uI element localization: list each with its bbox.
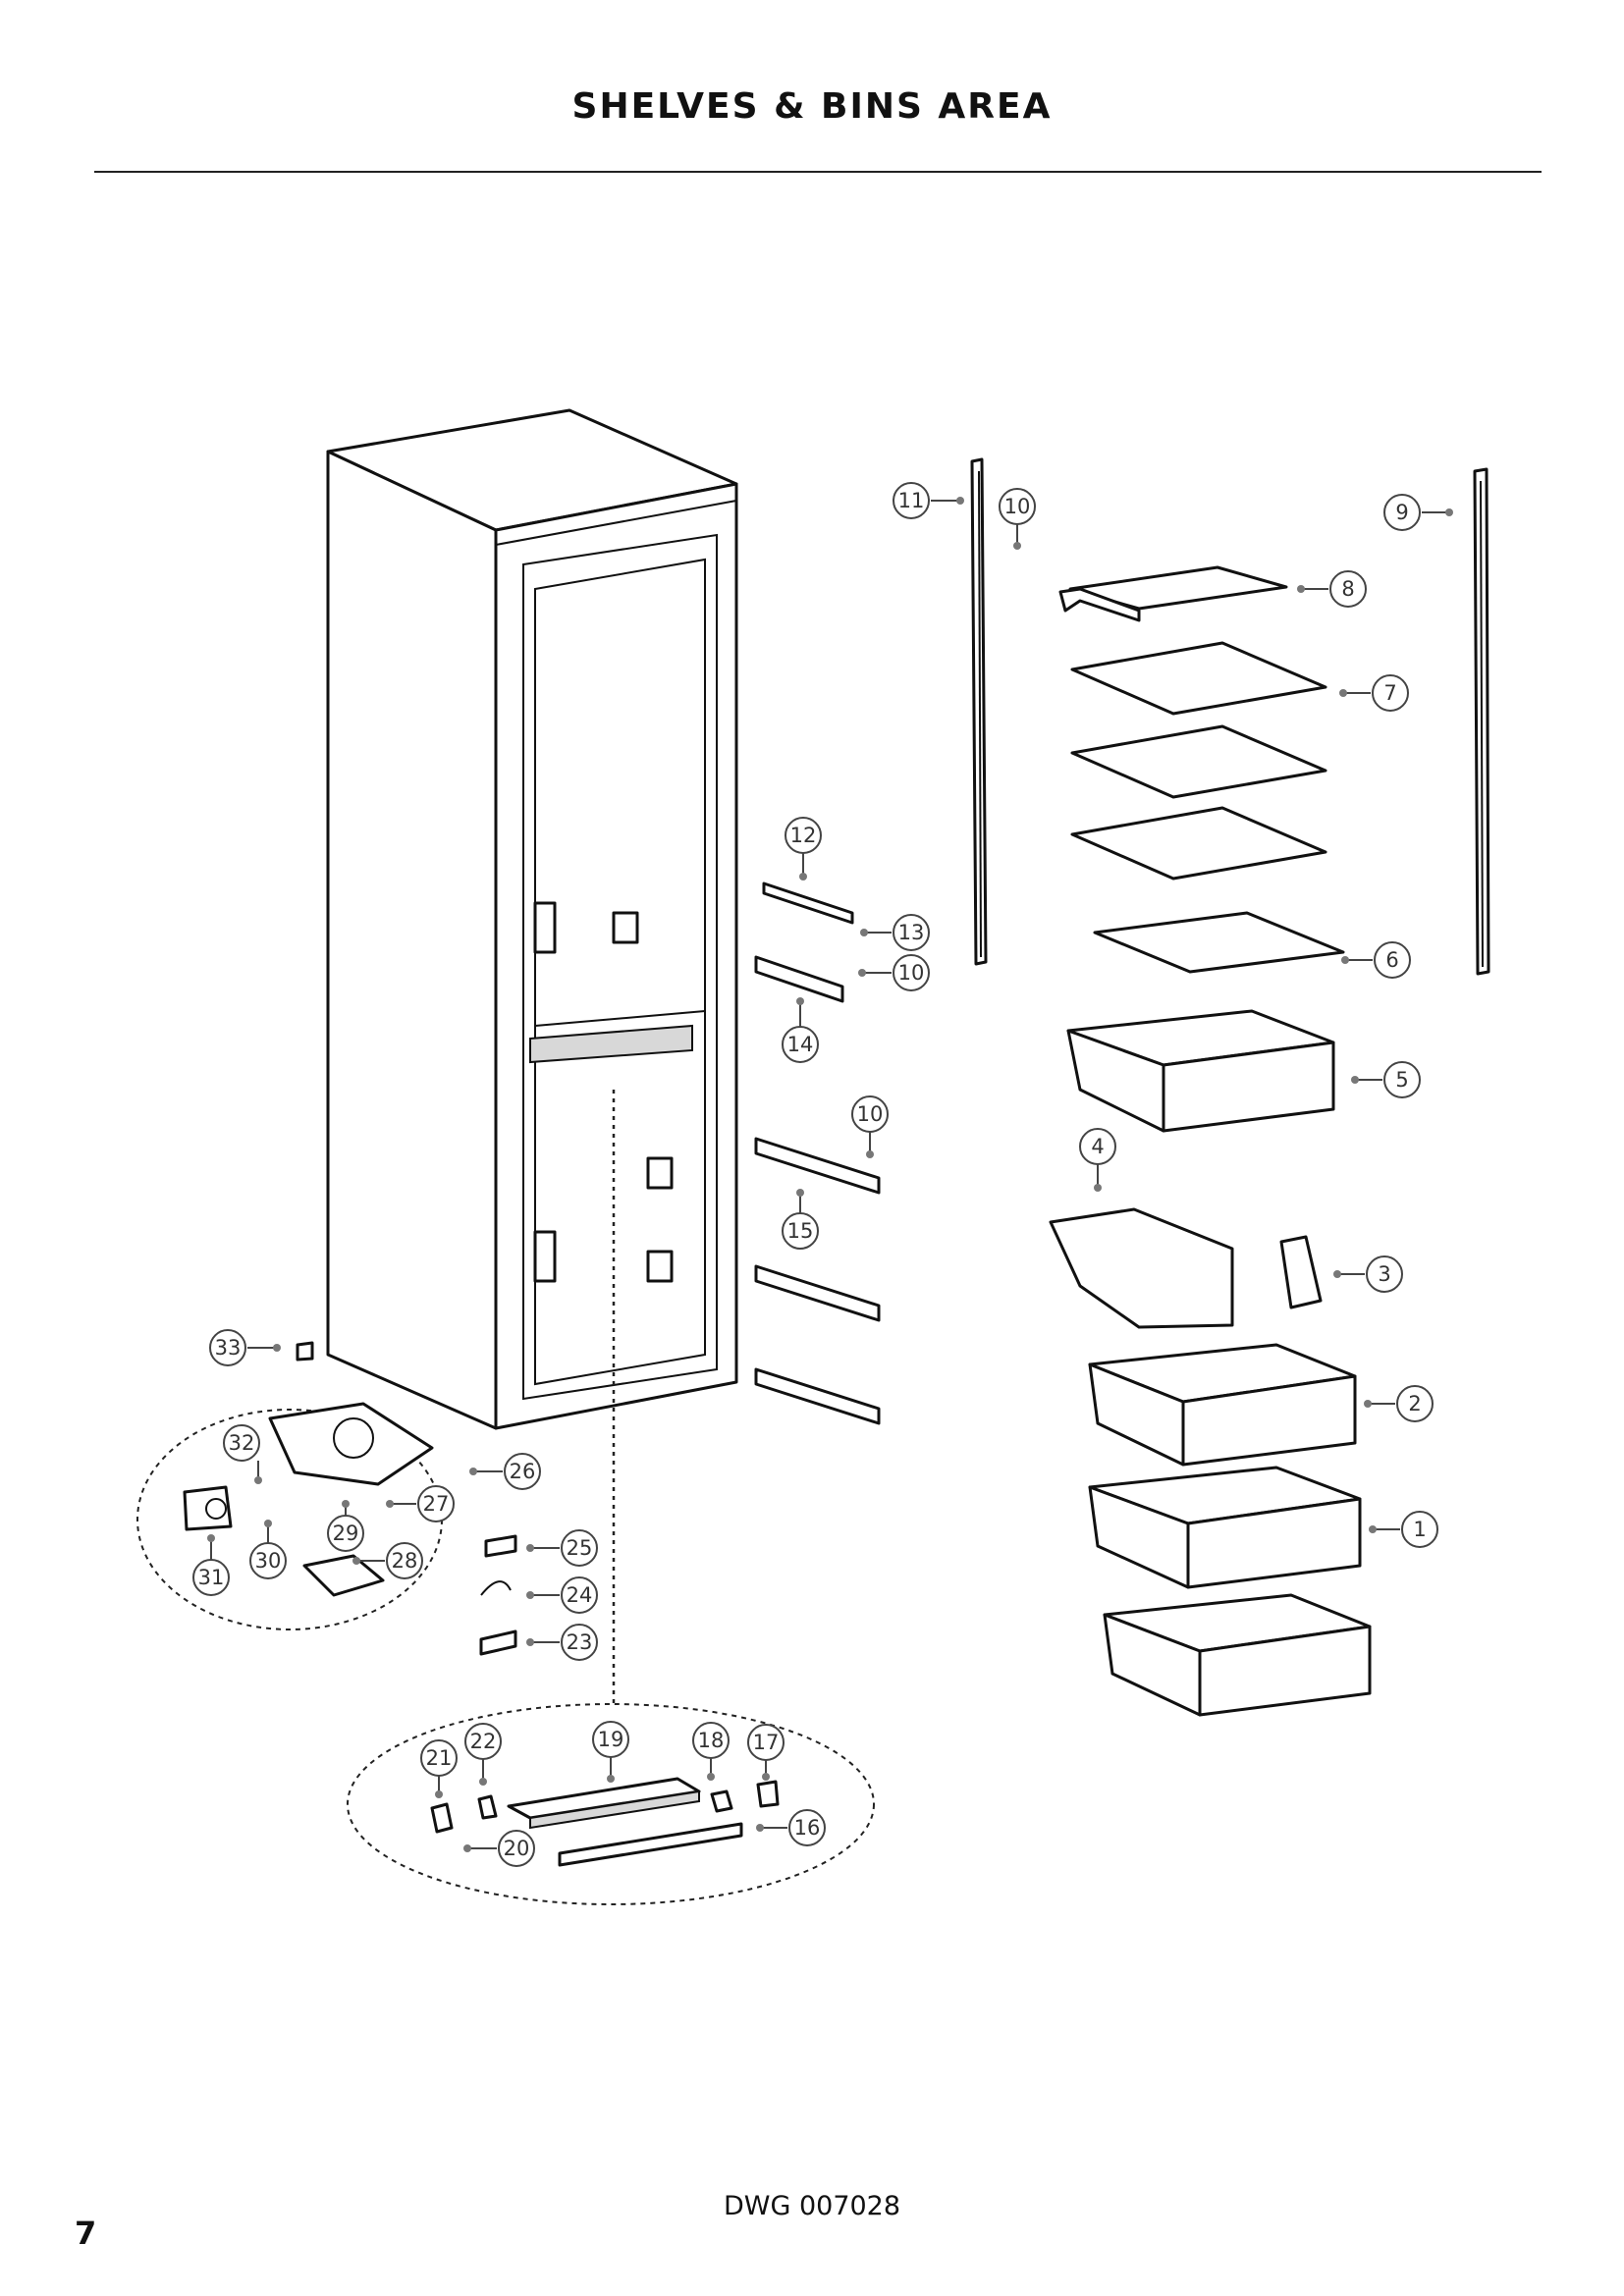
title-rule [94, 171, 1542, 173]
callout-1-label: 1 [1413, 1518, 1426, 1541]
callout-27-label: 27 [423, 1492, 450, 1516]
callout-24: 24 [526, 1576, 598, 1614]
glass-shelves [1058, 565, 1345, 974]
callout-29-label: 29 [333, 1522, 359, 1545]
callout-13-label: 13 [898, 921, 925, 944]
callout-20-label: 20 [504, 1837, 530, 1860]
callout-16: 16 [756, 1809, 826, 1846]
callout-4-label: 4 [1091, 1135, 1104, 1158]
callout-28: 28 [352, 1542, 423, 1579]
callout-23-label: 23 [567, 1630, 593, 1654]
callout-30: 30 [249, 1520, 287, 1579]
callout-24-label: 24 [567, 1583, 593, 1607]
ice-module-group [136, 1341, 517, 1656]
page-title: SHELVES & BINS AREA [571, 86, 1053, 127]
callout-8-label: 8 [1341, 577, 1354, 601]
callout-2: 2 [1364, 1385, 1434, 1422]
callout-17-label: 17 [753, 1731, 780, 1754]
callout-1: 1 [1369, 1511, 1438, 1548]
callout-10-low: 10 [851, 1095, 889, 1158]
shelf-brackets [754, 881, 881, 1425]
callout-5: 5 [1351, 1061, 1421, 1098]
callout-13: 13 [860, 914, 930, 951]
callout-3-label: 3 [1378, 1262, 1390, 1286]
callout-7-label: 7 [1383, 681, 1396, 705]
callout-26: 26 [469, 1453, 541, 1490]
callout-33-label: 33 [215, 1336, 242, 1360]
callout-2-label: 2 [1408, 1392, 1421, 1415]
door-rails [970, 457, 1490, 976]
page-number: 7 [75, 2215, 97, 2252]
callout-3: 3 [1333, 1255, 1403, 1293]
crisper-bins [1049, 1009, 1372, 1717]
callout-22-label: 22 [470, 1730, 497, 1753]
callout-19-label: 19 [598, 1728, 624, 1751]
callout-6: 6 [1341, 941, 1411, 979]
callout-17: 17 [747, 1724, 785, 1781]
callout-11: 11 [893, 482, 964, 519]
callout-18-label: 18 [698, 1729, 725, 1752]
callout-20: 20 [463, 1830, 535, 1867]
callout-10-mid: 10 [858, 954, 930, 991]
base-grille-group [347, 1703, 875, 1905]
callout-19: 19 [592, 1721, 629, 1783]
callout-16-label: 16 [794, 1816, 821, 1840]
callout-5-label: 5 [1395, 1068, 1408, 1092]
callout-29: 29 [327, 1500, 364, 1552]
callout-31: 31 [192, 1534, 230, 1596]
callout-18: 18 [692, 1722, 730, 1781]
callout-33: 33 [209, 1329, 281, 1366]
callout-10-top: 10 [999, 488, 1036, 550]
callout-25-label: 25 [567, 1536, 593, 1560]
callout-14-label: 14 [787, 1033, 814, 1056]
callout-21: 21 [420, 1739, 458, 1798]
callout-12: 12 [785, 817, 822, 881]
callout-10-mid-label: 10 [898, 961, 925, 985]
callout-7: 7 [1339, 674, 1409, 712]
callout-30-label: 30 [255, 1549, 282, 1573]
callout-31-label: 31 [198, 1566, 225, 1589]
callout-22: 22 [464, 1723, 502, 1786]
callout-27: 27 [386, 1485, 455, 1522]
callout-8: 8 [1297, 570, 1367, 608]
callout-26-label: 26 [510, 1460, 536, 1483]
callout-11-label: 11 [898, 489, 925, 512]
callout-12-label: 12 [790, 824, 817, 847]
callout-25: 25 [526, 1529, 598, 1567]
drawing-number: DWG 007028 [723, 2191, 901, 2221]
callout-10-top-label: 10 [1004, 495, 1031, 518]
callout-4: 4 [1079, 1128, 1116, 1192]
callout-23: 23 [526, 1624, 598, 1661]
callout-15-label: 15 [787, 1219, 814, 1243]
callout-15: 15 [782, 1189, 819, 1250]
callout-21-label: 21 [426, 1746, 453, 1770]
callout-9-label: 9 [1395, 501, 1408, 524]
refrigerator-cabinet [326, 408, 738, 1708]
callout-14: 14 [782, 997, 819, 1063]
callout-28-label: 28 [392, 1549, 418, 1573]
callout-10-low-label: 10 [857, 1102, 884, 1126]
callout-6-label: 6 [1385, 948, 1398, 972]
callout-labels: 1 2 3 4 5 6 7 8 9 10 10 10 11 12 13 14 1… [192, 482, 1453, 1867]
callout-9: 9 [1383, 494, 1453, 531]
callout-32-label: 32 [229, 1431, 255, 1455]
callout-32: 32 [223, 1424, 262, 1484]
